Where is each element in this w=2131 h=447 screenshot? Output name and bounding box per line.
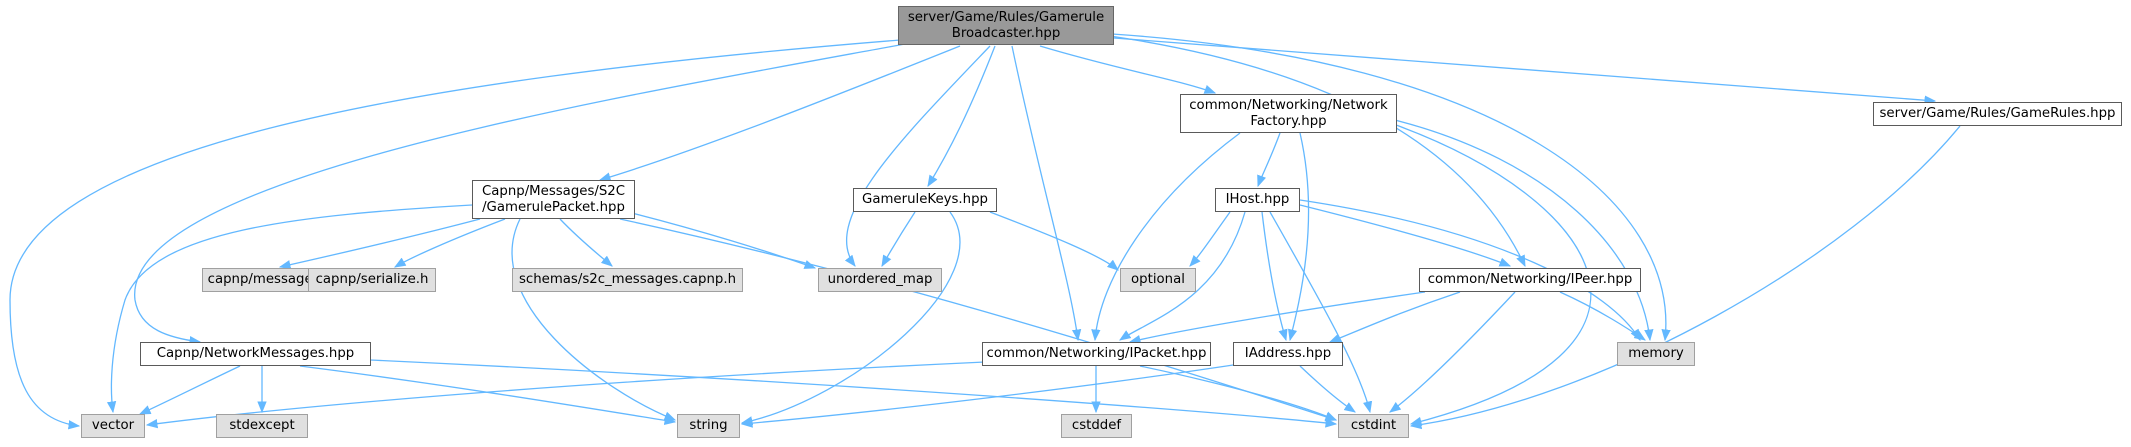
node-memory: memory (1617, 342, 1695, 366)
edge-gp-schemas (559, 218, 613, 267)
edge-ipeer-iaddress (1328, 291, 1461, 343)
node-cstddef: cstddef (1061, 414, 1132, 438)
string-label: string (689, 418, 728, 433)
edge-nm-vector (138, 365, 241, 415)
cstddef-label: cstddef (1071, 418, 1122, 433)
edge-ih-cstdint (1269, 211, 1373, 414)
edge-ia-cstdint (1299, 365, 1356, 413)
edge-ih-memory (1299, 199, 1641, 342)
ihost-label: IHost.hpp (1225, 192, 1290, 207)
ipeer-label: common/Networking/IPeer.hpp (1427, 272, 1633, 287)
node-gamerule-packet[interactable]: Capnp/Messages/S2C /GamerulePacket.hpp (472, 180, 635, 219)
edge-ia-string (740, 363, 1241, 428)
gamerule-packet-line2: /GamerulePacket.hpp (482, 199, 625, 215)
edge-gp-string (511, 218, 677, 421)
edge-root-unorderedmap (844, 45, 991, 267)
edge-root-networkmessages (134, 43, 906, 346)
edge-root-networkfactory (1039, 45, 1217, 94)
node-capnp-serialize: capnp/serialize.h (308, 268, 436, 292)
edge-root-gamerulekeys (927, 45, 996, 187)
edge-ipeer-cstdint (1389, 291, 1516, 413)
network-factory-line2: Factory.hpp (1250, 113, 1327, 129)
node-ipacket[interactable]: common/Networking/IPacket.hpp (982, 342, 1211, 366)
node-vector: vector (81, 414, 145, 438)
memory-label: memory (1628, 346, 1684, 361)
edge-gp-vector (106, 204, 473, 414)
gamerule-keys-label: GameruleKeys.hpp (862, 192, 988, 207)
stdexcept-label: stdexcept (229, 418, 295, 433)
node-schemas: schemas/s2c_messages.capnp.h (512, 268, 743, 292)
network-messages-label: Capnp/NetworkMessages.hpp (156, 346, 355, 361)
node-root: server/Game/Rules/Gamerule Broadcaster.h… (898, 6, 1114, 45)
edge-ih-ipacket (1119, 211, 1246, 341)
node-network-messages[interactable]: Capnp/NetworkMessages.hpp (140, 342, 371, 366)
edge-nf-iaddress (1288, 132, 1310, 342)
node-optional: optional (1120, 268, 1196, 292)
gamerule-packet-line1: Capnp/Messages/S2C (481, 183, 626, 199)
iaddress-label: IAddress.hpp (1244, 346, 1332, 361)
node-iaddress[interactable]: IAddress.hpp (1233, 342, 1343, 366)
edge-nf-memory (1394, 119, 1654, 342)
edge-gk-string (740, 211, 961, 426)
edge-nf-ihost (1257, 132, 1281, 188)
capnp-serialize-label: capnp/serialize.h (315, 272, 429, 287)
edge-root-ipeer (1109, 35, 1526, 268)
edge-ipeer-ipacket (1128, 291, 1426, 345)
edge-gp-unorderedmap (619, 209, 817, 269)
ipacket-label: common/Networking/IPacket.hpp (986, 346, 1207, 361)
edge-nm-cstdint (369, 359, 1338, 428)
edge-gp-cstdint (619, 218, 1338, 422)
root-label-line2: Broadcaster.hpp (951, 25, 1061, 41)
edge-ipeer-memory (1559, 291, 1646, 341)
edge-ipk-cstdint (1139, 365, 1338, 421)
edge-nf-ipacket (1091, 132, 1241, 342)
capnp-message-label: capnp/message.h (207, 272, 326, 287)
optional-label: optional (1131, 272, 1185, 287)
edge-root-ipacket (1011, 45, 1082, 342)
schemas-label: schemas/s2c_messages.capnp.h (518, 272, 737, 287)
edge-nm-string (299, 365, 677, 425)
root-label-line1: server/Game/Rules/Gamerule (907, 9, 1105, 25)
edge-gp-capnpmessage (278, 218, 481, 270)
cstdint-label: cstdint (1350, 418, 1397, 433)
edge-ih-iaddress (1261, 211, 1288, 342)
edge-gr-cstdint (1409, 125, 1961, 430)
edge-root-gamerules (1113, 37, 1937, 105)
edge-root-vector (9, 39, 901, 430)
node-cstdint: cstdint (1338, 414, 1409, 438)
node-game-rules[interactable]: server/Game/Rules/GameRules.hpp (1873, 102, 2122, 126)
vector-label: vector (91, 418, 135, 433)
unordered-map-label: unordered_map (827, 272, 933, 287)
node-network-factory[interactable]: common/Networking/Network Factory.hpp (1180, 94, 1397, 133)
node-gamerule-keys[interactable]: GameruleKeys.hpp (853, 188, 997, 212)
edge-root-memory (1111, 33, 1671, 342)
node-unordered-map: unordered_map (818, 268, 942, 292)
node-ihost[interactable]: IHost.hpp (1215, 188, 1300, 212)
edge-gp-capnpserialize (393, 218, 506, 268)
edge-root-gameruletpacket (598, 45, 961, 182)
edge-ih-ipeer (1299, 204, 1512, 267)
edge-gk-unorderedmap (881, 211, 916, 268)
network-factory-line1: common/Networking/Network (1189, 97, 1388, 113)
edge-gk-optional (989, 211, 1119, 271)
node-stdexcept: stdexcept (216, 414, 308, 438)
edge-ih-optional (1189, 211, 1231, 267)
node-string: string (677, 414, 740, 438)
game-rules-label: server/Game/Rules/GameRules.hpp (1879, 106, 2116, 121)
node-ipeer[interactable]: common/Networking/IPeer.hpp (1419, 268, 1641, 292)
